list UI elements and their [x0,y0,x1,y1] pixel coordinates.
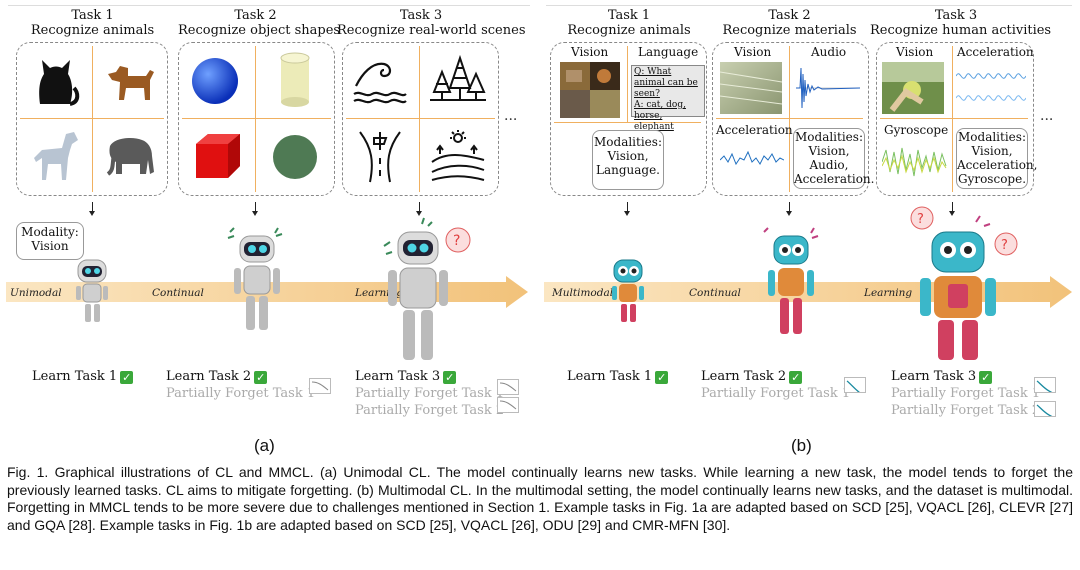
robot-large-a: ? [383,217,471,360]
hills-icon [431,130,485,181]
arrow-task-3 [416,202,422,216]
cat-icon [39,60,80,106]
forget-curve-icon [844,377,866,393]
robot-large-b: ? ? [910,206,1018,360]
dog-icon [108,66,154,100]
check-icon: ✓ [789,371,803,384]
robot-medium-b [763,227,819,334]
modalities-box-1: Modalities: Vision, Language. [592,130,664,190]
band-mid-b: Continual [689,287,741,299]
robot-small-b [612,259,644,322]
arrow-task-1-b [624,202,630,216]
blue-sphere-shape [192,58,238,104]
ellipsis-a: ... [504,108,518,124]
modality-box: Modality: Vision [16,222,84,260]
qa-text: Q: What animal can be seen? A: cat, dog,… [631,65,705,132]
learn-task-3-a: Learn Task 3✓ [355,369,457,384]
forget-task-2-a3: Partially Forget Task 2 [355,403,505,418]
vision-label: Vision [571,45,609,59]
robot-medium-a [227,227,283,330]
forget-curve-icon [1034,401,1056,417]
audio-label: Audio [811,45,847,59]
band-right-b: Learning [864,287,913,299]
arrow-task-2 [252,202,258,216]
panel-b-label: (b) [791,436,812,455]
vision-label-3: Vision [896,45,934,59]
acceleration-label-2: Acceleration [716,123,793,137]
check-icon: ✓ [443,371,457,384]
horse-icon [34,132,78,180]
robot-small-a [76,259,108,322]
audio-waveform [796,67,861,109]
language-label: Language [638,45,699,59]
acceleration-signal [720,150,784,166]
waves-icon [353,62,407,104]
svg-text:?: ? [917,212,924,227]
vision-label-2: Vision [734,45,772,59]
panel-a-label: (a) [254,436,275,455]
ellipsis-b: ... [1040,108,1054,124]
learn-task-2-a: Learn Task 2✓ [166,369,268,384]
learn-task-3-b: Learn Task 3✓ [891,369,993,384]
red-cube-shape [196,134,240,178]
forget-curve-icon [1034,377,1056,393]
task-3-box [342,42,499,196]
activity-image [882,62,944,114]
road-icon [359,131,401,183]
forget-task-1-b3: Partially Forget Task 1 [891,386,1041,401]
forget-task-1-a: Partially Forget Task 1 [166,386,316,401]
forget-curve-icon [497,397,519,413]
band-left-a: Unimodal [10,287,62,299]
gyroscope-label: Gyroscope [884,123,949,137]
arrow-task-2-b [786,202,792,216]
svg-text:?: ? [1001,238,1008,253]
svg-text:?: ? [453,233,460,249]
yellow-cylinder-shape [280,52,310,107]
learn-task-1-a: Learn Task 1✓ [32,369,134,384]
green-sphere-shape [273,135,317,179]
gyroscope-signal [882,147,947,177]
forest-icon [430,54,486,101]
modalities-box-3: Modalities: Vision, Acceleration, Gyrosc… [956,128,1037,189]
check-icon: ✓ [655,371,669,384]
figure-caption: Fig. 1. Graphical illustrations of CL an… [7,464,1073,533]
arrow-task-3-b [949,202,955,216]
forget-task-1-b: Partially Forget Task 1 [701,386,851,401]
animal-photos-image [560,62,620,118]
elephant-icon [106,138,154,176]
material-image [720,62,782,114]
check-icon: ✓ [979,371,993,384]
learn-task-2-b: Learn Task 2✓ [701,369,803,384]
forget-task-1-a3: Partially Forget Task 1 [355,386,505,401]
check-icon: ✓ [254,371,268,384]
band-left-b: Multimodal [552,287,614,299]
arrow-task-1 [89,202,95,216]
forget-task-2-b3: Partially Forget Task 2 [891,403,1041,418]
forget-curve-icon [309,378,331,394]
learn-task-1-b: Learn Task 1✓ [567,369,669,384]
band-mid-a: Continual [152,287,204,299]
acceleration-signal-3 [956,73,1026,101]
modalities-box-2: Modalities: Vision, Audio, Acceleration. [793,128,874,189]
forget-curve-icon [497,379,519,395]
check-icon: ✓ [120,371,134,384]
acceleration-label-3: Acceleration [957,45,1034,59]
